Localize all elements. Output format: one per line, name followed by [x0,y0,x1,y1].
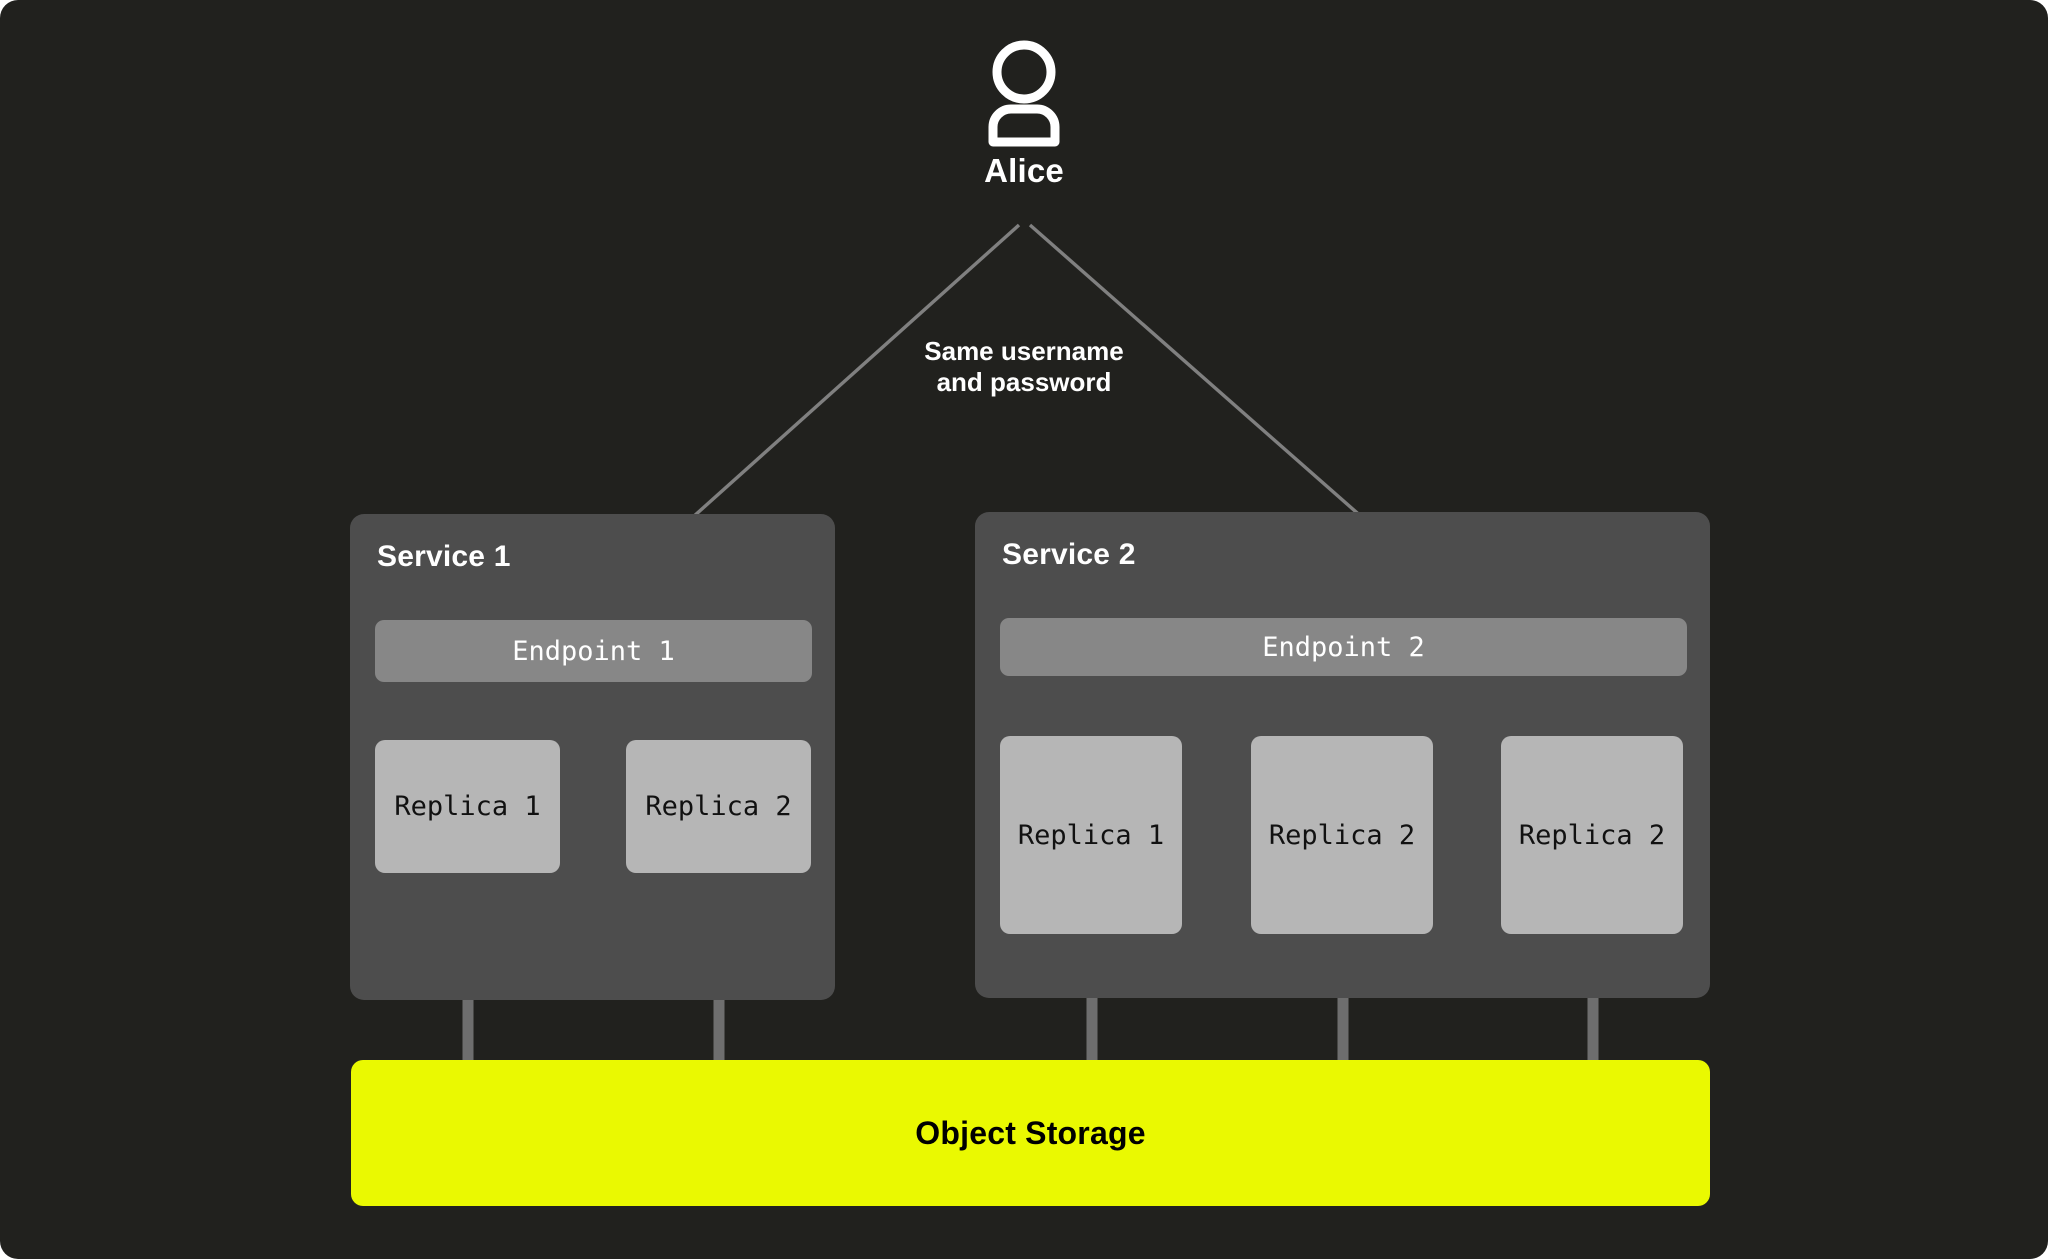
service-2-replica-3[interactable]: Replica 2 [1501,736,1683,934]
service-2-replica-2[interactable]: Replica 2 [1251,736,1433,934]
object-storage-bar[interactable]: Object Storage [351,1060,1710,1206]
credentials-line-2: and password [936,367,1112,398]
endpoint-2-box[interactable]: Endpoint 2 [1000,618,1687,676]
actor-alice: Alice [924,30,1124,190]
endpoint-1-box[interactable]: Endpoint 1 [375,620,812,682]
credentials-annotation: Same username and password [774,336,1274,399]
service-1-replica-2[interactable]: Replica 2 [626,740,811,873]
service-1-title: Service 1 [377,540,511,573]
actor-label: Alice [984,152,1064,189]
credentials-line-1: Same username [924,336,1124,366]
service-panel-1[interactable]: Service 1 Endpoint 1 Replica 1 Replica 2 [350,514,835,1000]
service-2-replica-1[interactable]: Replica 1 [1000,736,1182,934]
service-1-replica-1[interactable]: Replica 1 [375,740,560,873]
service-2-title: Service 2 [1002,538,1136,571]
object-storage-label: Object Storage [915,1114,1146,1151]
user-icon [988,40,1060,147]
service-panel-2[interactable]: Service 2 Endpoint 2 Replica 1 Replica 2… [975,512,1710,998]
